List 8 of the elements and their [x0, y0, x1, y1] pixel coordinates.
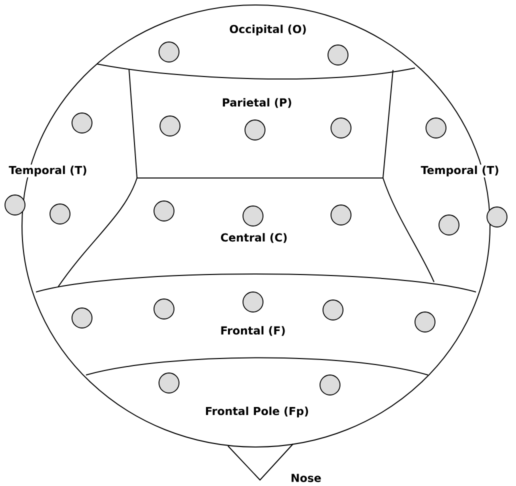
region-label: Temporal (T) — [420, 164, 500, 178]
region-label: Nose — [290, 472, 322, 484]
region-label: Central (C) — [219, 232, 289, 244]
region-label: Frontal Pole (Fp) — [204, 406, 310, 418]
region-label: Parietal (P) — [220, 97, 294, 109]
region-label: Occipital (O) — [228, 24, 308, 36]
region-label: Temporal (T) — [8, 164, 88, 178]
region-label: Frontal (F) — [219, 325, 287, 337]
